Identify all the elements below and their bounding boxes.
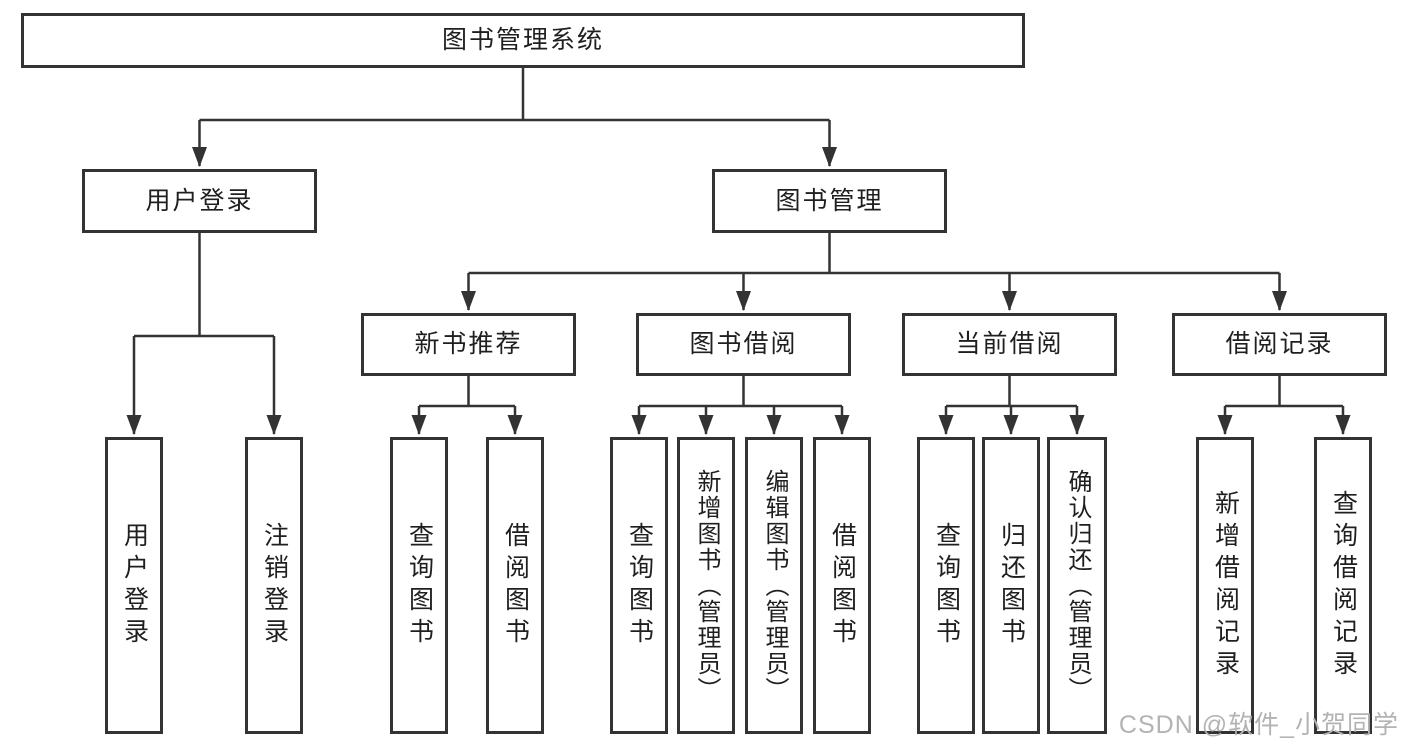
leaf-edit-book-admin: 编辑图书（管理员） <box>745 437 803 734</box>
node-book-borrow: 图书借阅 <box>636 313 851 376</box>
leaf-return-book: 归还图书 <box>982 437 1040 734</box>
connector-root-split <box>199 68 830 122</box>
leaf-user-login: 用户登录 <box>105 437 163 734</box>
connector-current-borrow-split <box>946 376 1077 408</box>
leaf-query-borrow-record: 查询借阅记录 <box>1314 437 1372 734</box>
leaf-borrow-book-1: 借阅图书 <box>486 437 544 734</box>
connector-book-management-split <box>468 233 1280 275</box>
connector-borrow-records-split <box>1225 376 1343 408</box>
node-borrow-records: 借阅记录 <box>1172 313 1387 376</box>
node-user-login: 用户登录 <box>82 169 317 233</box>
leaf-borrow-book-2: 借阅图书 <box>813 437 871 734</box>
connector-book-borrow-split <box>639 376 842 408</box>
node-new-book-recommend: 新书推荐 <box>361 313 576 376</box>
leaf-query-book-3: 查询图书 <box>917 437 975 734</box>
leaf-logout-login: 注销登录 <box>245 437 303 734</box>
leaf-confirm-return-admin: 确认归还（管理员） <box>1047 437 1107 734</box>
connector-new-book-split <box>419 376 515 408</box>
node-current-borrow: 当前借阅 <box>902 313 1117 376</box>
leaf-add-borrow-record: 新增借阅记录 <box>1196 437 1254 734</box>
leaf-query-book-1: 查询图书 <box>390 437 448 734</box>
leaf-add-book-admin: 新增图书（管理员） <box>677 437 735 734</box>
node-book-management: 图书管理 <box>712 169 947 233</box>
leaf-query-book-2: 查询图书 <box>610 437 668 734</box>
connector-user-login-split <box>134 233 274 338</box>
node-library-system: 图书管理系统 <box>21 13 1025 68</box>
